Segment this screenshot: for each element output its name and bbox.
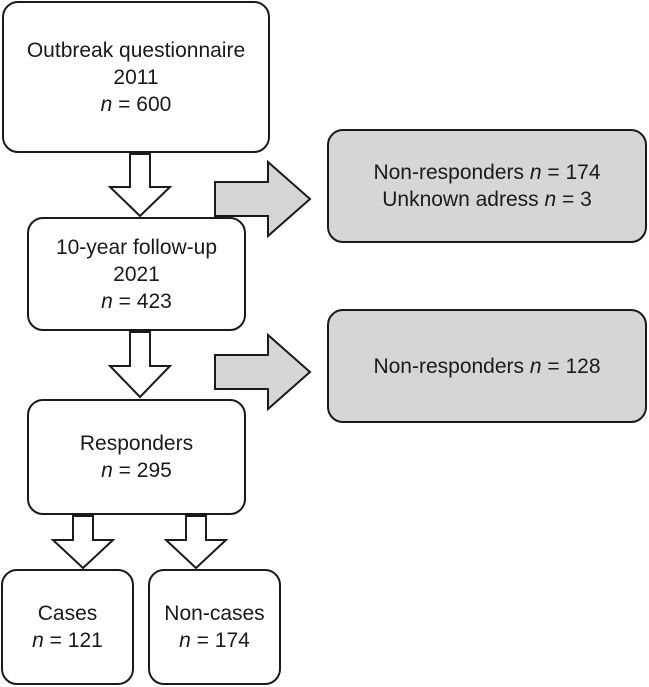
down-arrow-4 xyxy=(163,515,229,570)
count-value: = 121 xyxy=(43,629,103,652)
unknown-address-label: Unknown adress xyxy=(382,188,545,211)
unknown-address-count: Unknown adress n = 3 xyxy=(382,186,592,213)
n-symbol: n xyxy=(544,188,557,211)
non-responders-label: Non-responders xyxy=(373,354,530,378)
non-cases-title: Non-cases xyxy=(164,602,265,625)
n-symbol: n xyxy=(32,629,44,652)
follow-up-title: 10-year follow-up xyxy=(55,235,218,259)
non-cases-box: Non-cases n = 174 xyxy=(148,569,281,685)
right-arrow-1 xyxy=(214,159,312,239)
non-responders-count-2: Non-responders n = 128 xyxy=(373,353,600,380)
non-responders-count-1: Non-responders n = 174 xyxy=(373,159,600,186)
count-value: = 295 xyxy=(112,459,172,482)
count-value: = 174 xyxy=(541,161,601,184)
n-symbol: n xyxy=(101,289,113,313)
outbreak-questionnaire-box: Outbreak questionnaire 2011 n = 600 xyxy=(2,1,270,153)
follow-up-count: n = 423 xyxy=(101,288,172,315)
cases-count: n = 121 xyxy=(32,627,103,654)
responders-title: Responders xyxy=(79,432,194,455)
outbreak-title: Outbreak questionnaire xyxy=(26,38,246,62)
cases-title: Cases xyxy=(37,602,98,625)
follow-up-year: 2021 xyxy=(113,262,160,286)
follow-up-box: 10-year follow-up 2021 n = 423 xyxy=(27,217,246,331)
count-value: = 128 xyxy=(541,354,601,378)
exclusion-box-1: Non-responders n = 174 Unknown adress n … xyxy=(327,129,647,243)
count-value: = 174 xyxy=(190,629,250,652)
count-value: = 600 xyxy=(112,92,172,116)
n-symbol: n xyxy=(100,92,113,116)
exclusion-box-2: Non-responders n = 128 xyxy=(327,309,647,423)
down-arrow-2 xyxy=(107,331,173,399)
cases-box: Cases n = 121 xyxy=(1,569,134,685)
count-value: = 423 xyxy=(112,289,172,313)
non-responders-label: Non-responders xyxy=(373,161,530,184)
count-value: = 3 xyxy=(556,188,592,211)
n-symbol: n xyxy=(179,629,191,652)
down-arrow-1 xyxy=(107,153,173,218)
non-cases-count: n = 174 xyxy=(179,627,250,654)
n-symbol: n xyxy=(529,354,542,378)
responders-box: Responders n = 295 xyxy=(27,399,246,515)
responders-count: n = 295 xyxy=(101,457,172,484)
n-symbol: n xyxy=(529,161,542,184)
right-arrow-2 xyxy=(214,332,312,412)
down-arrow-3 xyxy=(50,515,116,570)
outbreak-year: 2011 xyxy=(113,65,159,89)
outbreak-count: n = 600 xyxy=(101,91,172,118)
n-symbol: n xyxy=(101,459,113,482)
